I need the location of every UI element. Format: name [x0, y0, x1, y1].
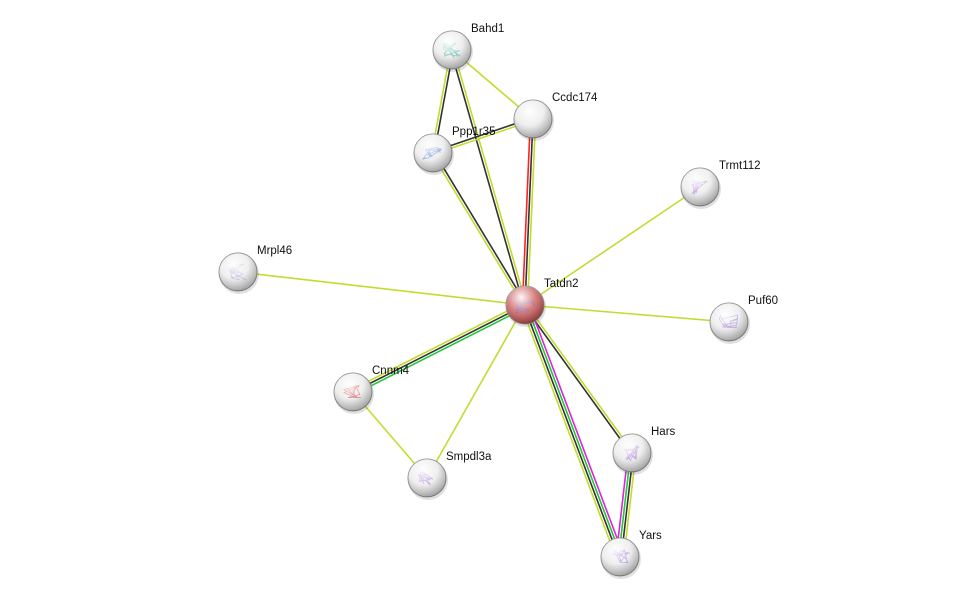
edge-line-coexpression	[523, 305, 632, 455]
node-gloss	[219, 253, 257, 291]
edge-line-coexpression	[352, 304, 526, 393]
node-label: Cnnm4	[372, 365, 410, 377]
edge-hars-tatdn2[interactable]	[523, 303, 634, 455]
node-label: Smpdl3a	[446, 451, 492, 463]
node-bahd1[interactable]: Bahd1	[432, 23, 504, 72]
node-yars[interactable]: Yars	[600, 530, 662, 579]
edge-line-textmining	[525, 303, 634, 453]
node-label: Bahd1	[471, 23, 504, 35]
node-ccdc174[interactable]: Ccdc174	[513, 92, 598, 141]
node-label: Puf60	[748, 295, 778, 307]
edge-line-database	[527, 303, 625, 556]
node-gloss	[710, 303, 748, 341]
edge-smpdl3a-tatdn2[interactable]	[426, 304, 526, 479]
edge-mrpl46-tatdn2[interactable]	[237, 271, 526, 306]
node-hars[interactable]: Hars	[612, 426, 676, 475]
edge-bahd1-tatdn2[interactable]	[449, 49, 528, 306]
node-cnnm4[interactable]: Cnnm4	[333, 365, 410, 414]
edge-puf60-tatdn2[interactable]	[524, 304, 730, 323]
node-label: Mrpl46	[257, 245, 292, 257]
node-label: Ccdc174	[552, 92, 598, 104]
node-gloss	[433, 31, 471, 69]
node-gloss	[414, 134, 452, 172]
node-puf60[interactable]: Puf60	[709, 295, 778, 344]
node-label: Trmt112	[719, 160, 761, 172]
edge-line-coexpression	[523, 305, 620, 558]
node-gloss	[681, 168, 719, 206]
edge-line-textmining	[526, 119, 537, 306]
node-mrpl46[interactable]: Mrpl46	[218, 245, 292, 294]
node-gloss	[613, 434, 651, 472]
edge-line-textmining	[452, 49, 528, 305]
edge-ppp1r35-tatdn2[interactable]	[431, 151, 527, 307]
edge-line-fusion	[521, 118, 532, 305]
edge-line-textmining	[431, 153, 525, 307]
node-gloss	[506, 286, 544, 324]
node-label: Hars	[651, 426, 676, 438]
edge-line-coexpression	[449, 50, 525, 306]
node-gloss	[408, 459, 446, 497]
edge-line-experiments	[525, 304, 622, 557]
node-label: Tatdn2	[544, 278, 579, 290]
edge-line-textmining	[520, 306, 618, 559]
nodes-layer: Bahd1Ccdc174Ppp1r35Trmt112Mrpl46Tatdn2Pu…	[218, 23, 778, 579]
node-smpdl3a[interactable]: Smpdl3a	[407, 451, 492, 500]
edge-line-coexpression	[433, 151, 527, 305]
node-label: Yars	[639, 530, 662, 542]
node-gloss	[601, 538, 639, 576]
edge-line-textmining	[351, 301, 525, 391]
node-label: Ppp1r35	[452, 126, 495, 138]
node-gloss	[334, 373, 372, 411]
edge-line-textmining	[237, 271, 526, 306]
edge-line-coexpression	[524, 118, 534, 306]
node-gloss	[514, 100, 552, 138]
edge-line-textmining	[524, 304, 730, 323]
node-ppp1r35[interactable]: Ppp1r35	[413, 126, 495, 175]
edge-line-experiments	[353, 306, 527, 396]
edge-yars-tatdn2[interactable]	[520, 303, 625, 559]
edge-line-textmining	[524, 186, 701, 306]
edge-cnnm4-tatdn2[interactable]	[351, 301, 527, 396]
edge-ccdc174-tatdn2[interactable]	[521, 118, 537, 306]
edge-trmt112-tatdn2[interactable]	[524, 186, 701, 306]
edge-line-textmining	[426, 304, 526, 479]
node-trmt112[interactable]: Trmt112	[680, 160, 761, 209]
node-tatdn2[interactable]: Tatdn2	[505, 278, 579, 327]
